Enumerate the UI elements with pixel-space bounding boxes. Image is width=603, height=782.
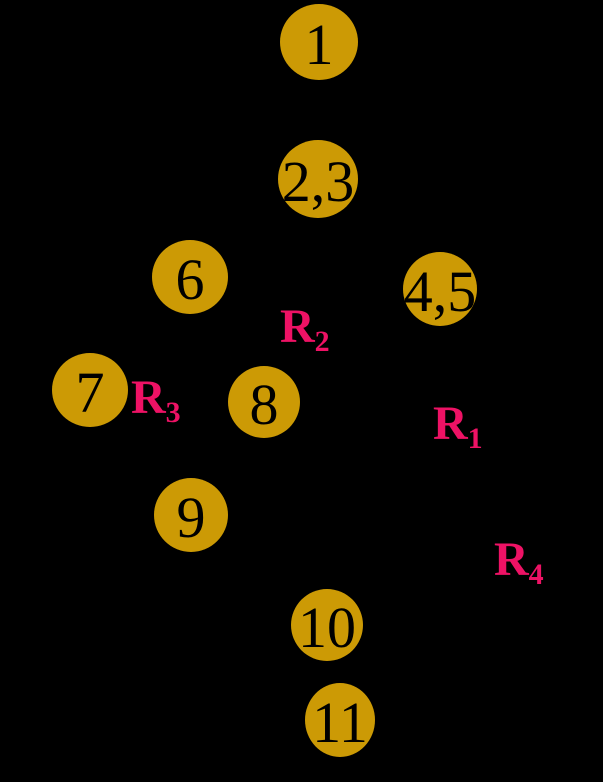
node-4-5: 4,5	[403, 252, 477, 326]
node-6: 6	[152, 240, 228, 314]
rule-label-base: R	[494, 533, 529, 586]
rule-label-subscript: 4	[528, 558, 544, 591]
node-1: 1	[280, 4, 358, 80]
node-7: 7	[52, 353, 128, 427]
rule-label-r4: R4	[494, 533, 544, 590]
node-2-3: 2,3	[278, 140, 358, 218]
node-number: 9	[176, 485, 206, 550]
node-number: 7	[75, 360, 105, 425]
node-10: 10	[291, 589, 363, 661]
rule-label-r1: R1	[433, 397, 483, 454]
rule-label-base: R	[131, 371, 166, 424]
node-number: 1	[304, 12, 334, 77]
node-number: 10	[298, 595, 356, 660]
node-9: 9	[154, 478, 228, 552]
rule-label-r3: R3	[131, 371, 181, 428]
rule-label-subscript: 2	[314, 325, 330, 358]
node-8: 8	[228, 366, 300, 438]
rule-label-subscript: 3	[165, 396, 181, 429]
node-number: 4,5	[403, 259, 477, 324]
node-number: 11	[312, 690, 368, 755]
node-number: 6	[175, 247, 205, 312]
rule-label-r2: R2	[280, 300, 330, 357]
node-number: 2,3	[281, 149, 355, 214]
node-number: 8	[249, 372, 279, 437]
node-11: 11	[305, 683, 375, 757]
rule-label-subscript: 1	[467, 422, 483, 455]
rule-label-base: R	[280, 300, 315, 353]
rule-label-base: R	[433, 397, 468, 450]
